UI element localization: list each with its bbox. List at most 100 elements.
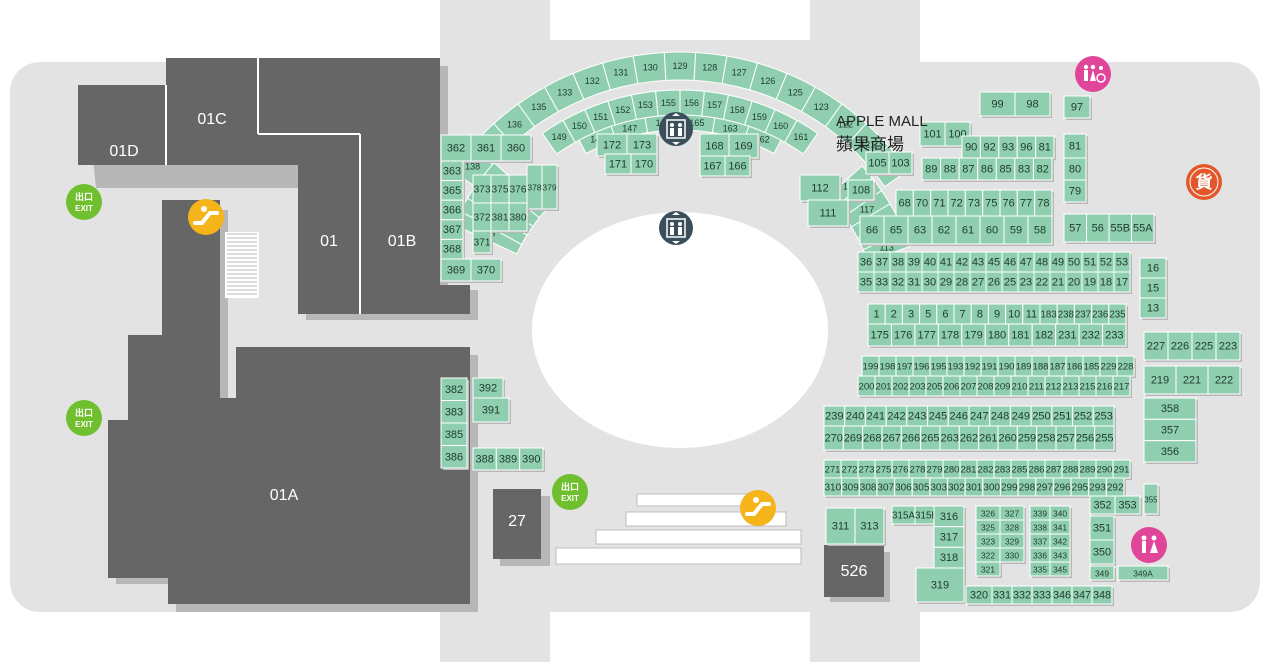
shop-unit[interactable]: 93 xyxy=(998,135,1020,160)
shop-unit[interactable]: 3 xyxy=(901,303,922,326)
shop-unit[interactable]: 282 xyxy=(976,459,996,480)
shop-unit[interactable]: 55B xyxy=(1108,213,1134,244)
shop-unit[interactable]: 49 xyxy=(1049,251,1068,274)
shop-unit[interactable]: 289 xyxy=(1078,459,1098,480)
shop-unit[interactable]: 51 xyxy=(1081,251,1100,274)
shop-unit[interactable]: 306 xyxy=(894,477,915,498)
shop-unit[interactable]: 382 xyxy=(440,377,469,403)
shop-unit[interactable]: 48 xyxy=(1033,251,1052,274)
shop-unit[interactable]: 16 xyxy=(1139,257,1168,280)
shop-unit[interactable]: 128 xyxy=(693,51,728,85)
shop-unit[interactable]: 375 xyxy=(490,174,511,205)
shop-unit[interactable]: 297 xyxy=(1035,477,1056,498)
shop-unit[interactable]: 198 xyxy=(878,355,898,378)
shop-unit[interactable]: 330 xyxy=(999,547,1026,564)
shop-unit[interactable]: 389 xyxy=(495,447,522,472)
shop-unit[interactable]: 235 xyxy=(1108,303,1128,326)
shop-unit[interactable]: 263 xyxy=(939,425,962,452)
shop-unit[interactable]: 332 xyxy=(1011,585,1034,606)
shop-unit[interactable]: 246 xyxy=(947,405,971,428)
shop-unit[interactable]: 349A xyxy=(1117,565,1170,582)
shop-unit[interactable]: 75 xyxy=(982,189,1002,218)
shop-unit[interactable]: 181 xyxy=(1008,323,1035,348)
shop-unit[interactable]: 361 xyxy=(470,134,503,163)
shop-unit[interactable]: 362 xyxy=(440,134,473,163)
shop-unit[interactable]: 189 xyxy=(1014,355,1034,378)
shop-unit[interactable]: 219 xyxy=(1143,365,1178,396)
shop-unit[interactable]: 38 xyxy=(889,251,908,274)
shop-unit[interactable]: 369 xyxy=(440,258,473,283)
shop-unit[interactable]: 156 xyxy=(679,89,705,117)
shop-unit[interactable]: 42 xyxy=(953,251,972,274)
shop-unit[interactable]: 351 xyxy=(1089,515,1116,542)
shop-unit[interactable]: 255 xyxy=(1094,425,1116,452)
shop-unit[interactable]: 47 xyxy=(1017,251,1036,274)
shop-unit[interactable]: 63 xyxy=(907,215,934,246)
shop-unit[interactable]: 391 xyxy=(472,397,511,424)
shop-unit[interactable]: 81 xyxy=(1063,133,1088,160)
shop-unit[interactable]: 331 xyxy=(991,585,1014,606)
shop-unit[interactable]: 167 xyxy=(699,155,727,178)
anchor-01-label[interactable]: 01 xyxy=(320,233,338,250)
shop-unit[interactable]: 87 xyxy=(958,157,980,182)
shop-unit[interactable]: 71 xyxy=(930,189,950,218)
shop-unit[interactable]: 77 xyxy=(1016,189,1037,218)
shop-unit[interactable]: 53 xyxy=(1113,251,1132,274)
shop-unit[interactable]: 365 xyxy=(440,180,465,203)
shop-unit[interactable]: 240 xyxy=(844,405,868,428)
shop-unit[interactable]: 50 xyxy=(1065,251,1084,274)
shop-unit[interactable]: 15 xyxy=(1139,277,1168,300)
shop-unit[interactable]: 347 xyxy=(1071,585,1094,606)
shop-unit[interactable]: 86 xyxy=(977,157,999,182)
shop-unit[interactable]: 92 xyxy=(979,135,1001,160)
shop-unit[interactable]: 9 xyxy=(987,303,1008,326)
shop-unit[interactable]: 32 xyxy=(889,271,908,294)
shop-unit[interactable]: 319 xyxy=(915,567,966,604)
shop-unit[interactable]: 281 xyxy=(959,459,979,480)
shop-unit[interactable]: 61 xyxy=(955,215,982,246)
shop-unit[interactable]: 328 xyxy=(999,519,1026,536)
shop-unit[interactable]: 335 xyxy=(1029,561,1052,578)
shop-unit[interactable]: 70 xyxy=(912,189,933,218)
shop-unit[interactable]: 360 xyxy=(500,134,533,163)
shop-unit[interactable]: 8 xyxy=(970,303,991,326)
shop-unit[interactable]: 259 xyxy=(1016,425,1039,452)
shop-unit[interactable]: 329 xyxy=(999,533,1026,550)
shop-unit[interactable]: 318 xyxy=(933,546,966,570)
shop-unit[interactable]: 327 xyxy=(999,505,1026,522)
shop-unit[interactable]: 348 xyxy=(1091,585,1114,606)
shop-unit[interactable]: 43 xyxy=(969,251,988,274)
shop-unit[interactable]: 20 xyxy=(1065,271,1084,294)
shop-unit[interactable]: 288 xyxy=(1061,459,1081,480)
shop-unit[interactable]: 349 xyxy=(1089,565,1116,582)
shop-unit[interactable]: 80 xyxy=(1063,157,1088,182)
shop-unit[interactable]: 320 xyxy=(965,585,994,606)
shop-unit[interactable]: 33 xyxy=(873,271,892,294)
shop-unit[interactable]: 30 xyxy=(921,271,940,294)
shop-unit[interactable]: 286 xyxy=(1027,459,1047,480)
shop-unit[interactable]: 108 xyxy=(847,179,876,202)
shop-unit[interactable]: 188 xyxy=(1031,355,1051,378)
shop-unit[interactable]: 186 xyxy=(1065,355,1085,378)
shop-unit[interactable]: 342 xyxy=(1049,533,1072,550)
shop-unit[interactable]: 291 xyxy=(1112,459,1132,480)
shop-unit[interactable]: 278 xyxy=(908,459,928,480)
anchor-01c-label[interactable]: 01C xyxy=(197,111,226,128)
shop-unit[interactable]: 203 xyxy=(908,375,928,398)
exit-icon[interactable]: 出口 EXIT xyxy=(66,184,102,220)
shop-unit[interactable]: 103 xyxy=(888,151,914,176)
shop-unit[interactable]: 367 xyxy=(440,219,465,242)
shop-unit[interactable]: 205 xyxy=(925,375,945,398)
shop-unit[interactable]: 170 xyxy=(630,153,659,176)
shop-unit[interactable]: 366 xyxy=(440,199,465,222)
shop-unit[interactable]: 85 xyxy=(995,157,1017,182)
shop-unit[interactable]: 373 xyxy=(472,174,493,205)
shop-unit[interactable]: 248 xyxy=(989,405,1013,428)
shop-unit[interactable]: 212 xyxy=(1044,375,1064,398)
shop-unit[interactable]: 313 xyxy=(854,507,886,546)
shop-unit[interactable]: 175 xyxy=(867,323,894,348)
shop-unit[interactable]: 59 xyxy=(1003,215,1030,246)
shop-unit[interactable]: 243 xyxy=(906,405,930,428)
shop-unit[interactable]: 378 xyxy=(526,164,544,211)
shop-unit[interactable]: 28 xyxy=(953,271,972,294)
